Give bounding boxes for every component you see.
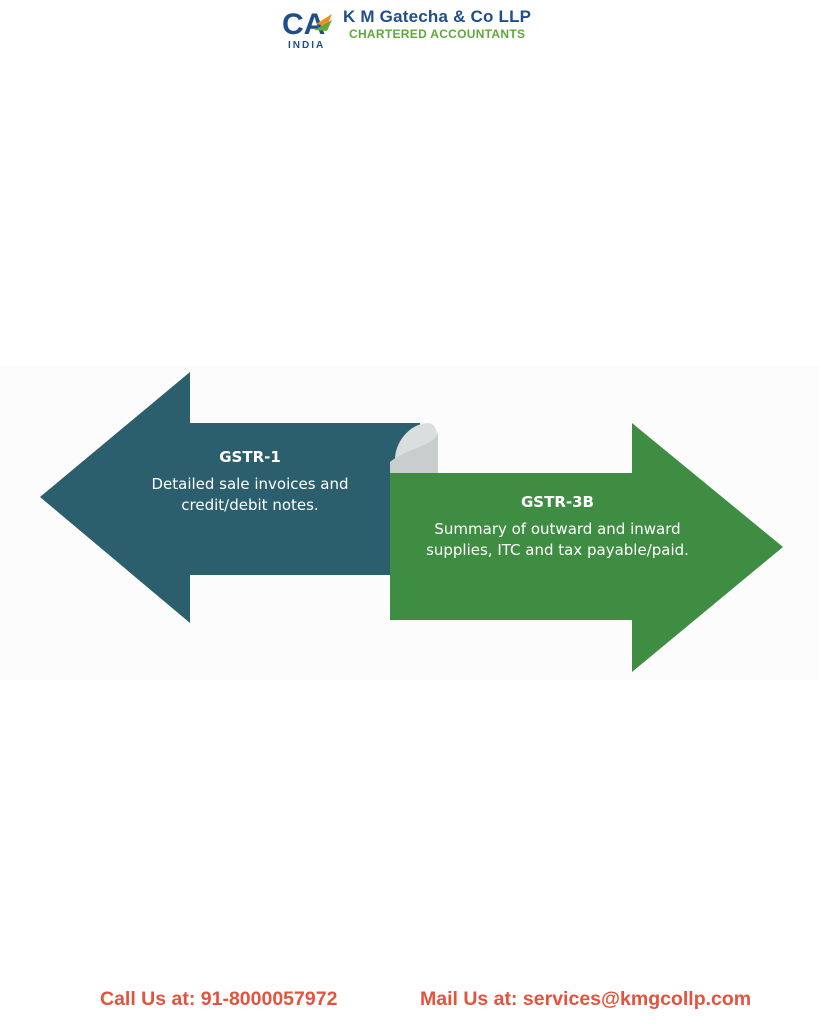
gstr3b-description: Summary of outward and inward supplies, … (426, 520, 689, 559)
firm-name: K M Gatecha & Co LLP (343, 7, 532, 26)
gstr1-title: GSTR-1 (219, 448, 281, 466)
footer: Call Us at: 91-8000057972 Mail Us at: se… (0, 988, 819, 1018)
gstr3b-text-block: GSTR-3B Summary of outward and inward su… (400, 493, 715, 561)
gstr3b-arrow (390, 423, 783, 672)
scroll-curl-shadow (390, 430, 438, 473)
ca-india-logo-icon: CA INDIA (282, 8, 332, 50)
call-us-link[interactable]: Call Us at: 91-8000057972 (100, 988, 338, 1010)
mail-us-link[interactable]: Mail Us at: services@kmgcollp.com (420, 988, 752, 1010)
gstr1-text-block: GSTR-1 Detailed sale invoices and credit… (130, 448, 370, 516)
gstr1-arrow (40, 372, 420, 623)
gstr3b-title: GSTR-3B (521, 493, 594, 511)
logo-text: CA (282, 8, 325, 41)
logo-subtext: INDIA (288, 40, 325, 50)
header: CA INDIA K M Gatecha & Co LLP CHARTERED … (0, 0, 819, 60)
gstr1-description: Detailed sale invoices and credit/debit … (151, 475, 349, 514)
firm-tagline: CHARTERED ACCOUNTANTS (349, 27, 526, 41)
